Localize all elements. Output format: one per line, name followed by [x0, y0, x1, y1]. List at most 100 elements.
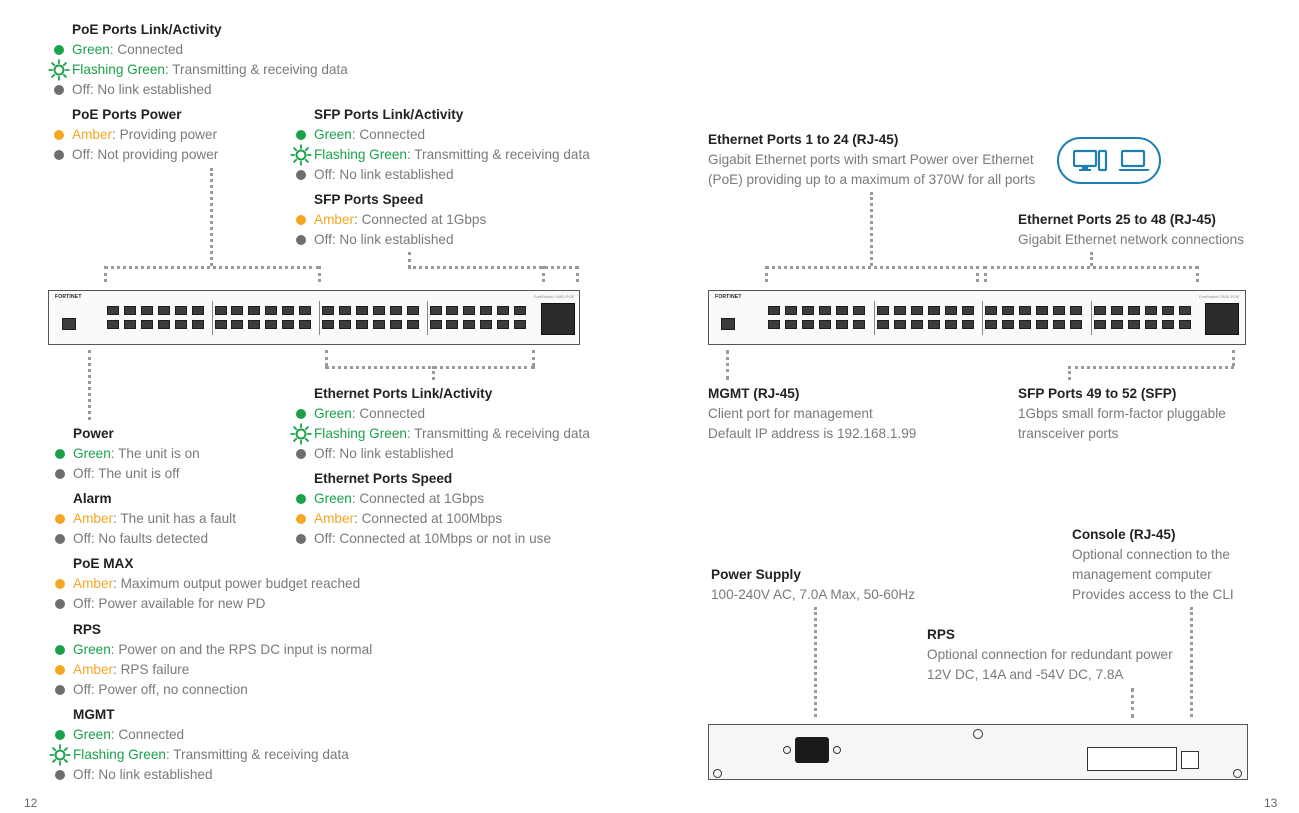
- rj45-port: [893, 320, 906, 329]
- rj45-port: [140, 306, 153, 315]
- rj45-port: [853, 320, 866, 329]
- amber-led-icon: [55, 579, 65, 589]
- led-status-desc: : Connected: [109, 42, 184, 57]
- rj45-port: [372, 306, 385, 315]
- rj45-port: [1144, 306, 1157, 315]
- power-supply-block: Power Supply 100-240V AC, 7.0A Max, 50-6…: [711, 565, 915, 605]
- gray-led-icon: [296, 534, 306, 544]
- rps-led-title: RPS: [73, 622, 101, 637]
- led-status-row: Green: Connected: [296, 125, 590, 145]
- leader-eth-25-48-bracket: [984, 266, 1198, 269]
- led-status-row: Green: The unit is on: [55, 444, 200, 464]
- amber-led-icon: [55, 665, 65, 675]
- rj45-port: [819, 306, 832, 315]
- led-status-row: Off: Power available for new PD: [55, 594, 360, 614]
- led-status-row: Off: Connected at 10Mbps or not in use: [296, 529, 552, 549]
- device-brand-logo-right: FORTINET: [715, 294, 742, 300]
- poe-link-title: PoE Ports Link/Activity: [72, 22, 222, 37]
- rj45-port: [107, 306, 119, 315]
- led-status-row: Off: No link established: [54, 80, 348, 100]
- rj45-port: [282, 320, 295, 329]
- rj45-port: [910, 320, 923, 329]
- top-screw: [973, 729, 983, 739]
- led-status-color: Flashing Green: [314, 426, 407, 441]
- console-port: [1181, 751, 1199, 769]
- gray-led-icon: [54, 150, 64, 160]
- rj45-port: [768, 306, 780, 315]
- rj45-port: [322, 306, 334, 315]
- eth-1-24-block: Ethernet Ports 1 to 24 (RJ-45) Gigabit E…: [708, 130, 1035, 190]
- rj45-port: [338, 306, 351, 315]
- rj45-port: [429, 306, 442, 315]
- led-status-color: Green: [73, 727, 111, 742]
- rj45-port: [123, 306, 136, 315]
- leader-poe-bracket-l: [104, 266, 107, 282]
- led-status-desc: Off: Not providing power: [72, 147, 219, 162]
- rj45-port: [1127, 306, 1140, 315]
- rj45-port: [1036, 320, 1049, 329]
- led-status-desc: : Connected at 1Gbps: [351, 491, 485, 506]
- power-supply-line-1: 100-240V AC, 7.0A Max, 50-60Hz: [711, 587, 916, 602]
- leader-eth-1-24-l: [765, 266, 768, 282]
- gray-led-icon: [296, 235, 306, 245]
- rj45-port: [785, 320, 798, 329]
- rj45-port: [819, 320, 832, 329]
- rj45-port: [389, 320, 402, 329]
- leader-sfp-49-52-r: [1232, 350, 1235, 366]
- rj45-port: [836, 306, 849, 315]
- port-group-divider: [1090, 301, 1092, 335]
- gray-led-icon: [55, 770, 65, 780]
- rj45-port: [463, 306, 476, 315]
- leader-power-supply: [814, 607, 817, 717]
- rj45-port: [961, 306, 974, 315]
- rj45-port: [1053, 320, 1066, 329]
- leader-power: [88, 350, 91, 420]
- eth-25-48-line-1: Gigabit Ethernet network connections: [1018, 232, 1244, 247]
- led-status-color: Green: [314, 491, 352, 506]
- leader-eth-r: [532, 350, 535, 366]
- rj45-port: [174, 306, 187, 315]
- rj45-port: [265, 306, 278, 315]
- led-status-row: Off: No link established: [296, 444, 590, 464]
- rj45-port: [123, 320, 136, 329]
- ac-screw-left: [783, 746, 791, 754]
- port-group-divider: [319, 301, 320, 335]
- rj45-port: [389, 306, 402, 315]
- led-status-desc: Off: Power off, no connection: [73, 682, 248, 697]
- page-number-left: 12: [24, 796, 38, 810]
- green-led-icon: [296, 130, 306, 140]
- leader-poe-power: [210, 168, 213, 266]
- rj45-port: [1002, 306, 1015, 315]
- rj45-port: [1036, 306, 1049, 315]
- rj45-port: [214, 320, 227, 329]
- sfp-slot-right: [1205, 303, 1239, 335]
- led-status-desc: : Connected: [110, 727, 185, 742]
- sfp-speed-block: SFP Ports Speed Amber: Connected at 1Gbp…: [296, 190, 486, 250]
- rj45-port: [140, 320, 153, 329]
- port-grid-left: [104, 291, 534, 344]
- eth-1-24-title: Ethernet Ports 1 to 24 (RJ-45): [708, 132, 899, 147]
- rj45-port: [1019, 320, 1032, 329]
- led-status-row: Flashing Green: Transmitting & receiving…: [48, 59, 348, 81]
- rj45-port: [1110, 306, 1123, 315]
- led-status-desc: : Transmitting & receiving data: [406, 426, 590, 441]
- led-status-desc: Off: Connected at 10Mbps or not in use: [314, 531, 552, 546]
- rj45-port: [1070, 306, 1083, 315]
- gray-led-icon: [55, 685, 65, 695]
- rj45-port: [893, 306, 906, 315]
- leader-poe-bracket: [104, 266, 320, 269]
- led-status-desc: Off: No link established: [73, 767, 213, 782]
- rps-block: RPS Optional connection for redundant po…: [927, 625, 1173, 685]
- rj45-port: [322, 320, 334, 329]
- led-status-row: Off: No link established: [296, 230, 486, 250]
- led-status-row: Off: No link established: [296, 165, 590, 185]
- sfp-speed-title: SFP Ports Speed: [314, 192, 424, 207]
- led-status-desc: : RPS failure: [113, 662, 190, 677]
- rj45-port: [927, 320, 940, 329]
- rj45-port: [497, 320, 510, 329]
- led-status-desc: Off: No link established: [314, 167, 454, 182]
- ac-power-inlet: [795, 737, 829, 763]
- leader-sfp-49-52-bracket: [1068, 366, 1234, 369]
